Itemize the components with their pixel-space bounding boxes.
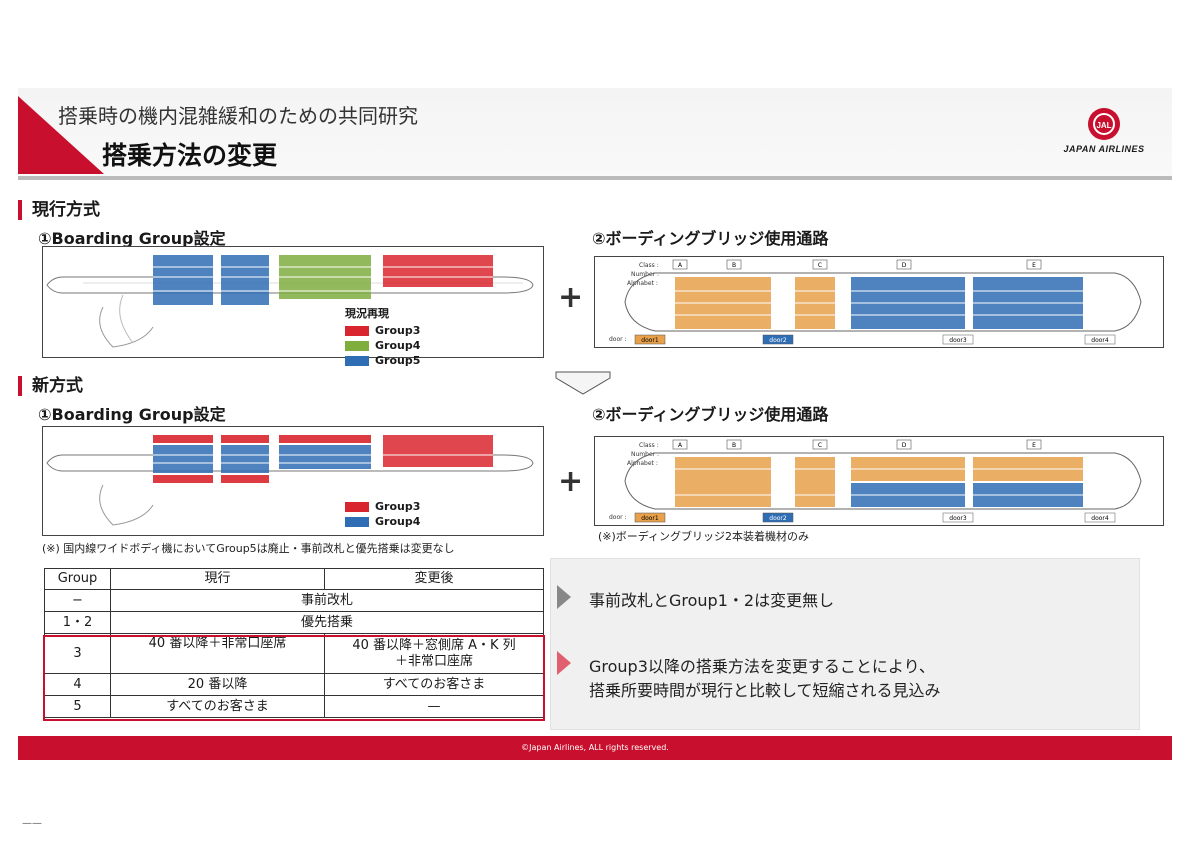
highlight-box bbox=[43, 635, 545, 721]
svg-text:door4: door4 bbox=[1091, 515, 1109, 522]
svg-text:door3: door3 bbox=[949, 337, 967, 344]
current-boarding-title: ①Boarding Group設定 bbox=[38, 229, 226, 248]
jal-logo: JAL JAPAN AIRLINES bbox=[1054, 106, 1154, 154]
section-current: 現行方式 bbox=[18, 200, 100, 220]
slide: 搭乗時の機内混雑緩和のための共同研究 搭乗方法の変更 JAL JAPAN AIR… bbox=[18, 88, 1172, 760]
new-boarding-title: ①Boarding Group設定 bbox=[38, 405, 226, 424]
svg-text:D: D bbox=[902, 262, 907, 269]
page-mark: —— bbox=[22, 818, 42, 829]
svg-text:door :: door : bbox=[609, 514, 627, 521]
footer: ©Japan Airlines, ALL rights reserved. bbox=[18, 736, 1172, 760]
new-bridge-diagram: Class : Number : Alphabet : A B C D E do… bbox=[609, 439, 1142, 523]
current-blue-block-1 bbox=[153, 255, 269, 305]
svg-text:C: C bbox=[818, 262, 822, 269]
svg-text:C: C bbox=[818, 442, 822, 449]
svg-text:D: D bbox=[902, 442, 907, 449]
corner-accent bbox=[18, 96, 104, 174]
svg-text:door1: door1 bbox=[641, 515, 659, 522]
col-new: 変更後 bbox=[324, 568, 544, 590]
svg-text:E: E bbox=[1032, 442, 1036, 449]
svg-text:Alphabet :: Alphabet : bbox=[627, 280, 658, 287]
group-table: Group 現行 変更後 − 事前改札 1・2 優先搭乗 3 40 番以降＋非常… bbox=[44, 568, 544, 718]
current-bridge-title: ②ボーディングブリッジ使用通路 bbox=[592, 229, 829, 248]
current-bridge-diagram: Class : Number : Alphabet : A B C D E do… bbox=[609, 259, 1142, 345]
svg-text:B: B bbox=[732, 262, 736, 269]
table-row: 5 すべてのお客さま — bbox=[44, 695, 544, 718]
info-point-2-line1: Group3以降の搭乗方法を変更することにより、 bbox=[589, 657, 935, 676]
svg-text:Number :: Number : bbox=[631, 271, 659, 278]
svg-text:Class :: Class : bbox=[639, 442, 659, 449]
slide-header: 搭乗時の機内混雑緩和のための共同研究 搭乗方法の変更 JAL JAPAN AIR… bbox=[18, 88, 1172, 180]
svg-text:E: E bbox=[1032, 262, 1036, 269]
col-group: Group bbox=[44, 568, 111, 590]
header-divider bbox=[18, 176, 1172, 180]
logo-text: JAPAN AIRLINES bbox=[1063, 144, 1145, 154]
current-red-block bbox=[383, 255, 493, 287]
svg-text:JAL: JAL bbox=[1096, 121, 1111, 130]
plus-sign-current: + bbox=[558, 280, 584, 315]
info-box: 事前改札とGroup1・2は変更無し Group3以降の搭乗方法を変更することに… bbox=[550, 558, 1140, 730]
svg-text:door2: door2 bbox=[769, 337, 787, 344]
current-seat-panel: 現況再現 Group3 Group4 Group5 bbox=[42, 246, 544, 367]
legend-group4: Group4 bbox=[345, 338, 420, 353]
current-aircraft-diagram bbox=[46, 255, 534, 348]
table-row: 4 20 番以降 すべてのお客さま bbox=[44, 673, 544, 696]
legend-new-group4: Group4 bbox=[345, 514, 420, 529]
new-bridge-title: ②ボーディングブリッジ使用通路 bbox=[592, 405, 829, 424]
current-bridge-panel: Class : Number : Alphabet : A B C D E do… bbox=[594, 256, 1164, 348]
chevron-right-icon bbox=[557, 585, 571, 609]
slide-subtitle: 搭乗時の機内混雑緩和のための共同研究 bbox=[58, 104, 418, 128]
svg-text:door1: door1 bbox=[641, 337, 659, 344]
table-row: 1・2 優先搭乗 bbox=[44, 611, 544, 634]
svg-text:A: A bbox=[678, 262, 683, 269]
table-row: − 事前改札 bbox=[44, 589, 544, 612]
table-header-row: Group 現行 変更後 bbox=[44, 568, 544, 590]
svg-text:Alphabet :: Alphabet : bbox=[627, 460, 658, 467]
col-current: 現行 bbox=[110, 568, 325, 590]
legend-group5: Group5 bbox=[345, 353, 420, 368]
info-point-1: 事前改札とGroup1・2は変更無し bbox=[589, 591, 835, 610]
new-bridge-panel: Class : Number : Alphabet : A B C D E do… bbox=[594, 436, 1164, 526]
new-aircraft-diagram bbox=[46, 435, 534, 526]
svg-text:Number :: Number : bbox=[631, 451, 659, 458]
svg-text:B: B bbox=[732, 442, 736, 449]
section-new: 新方式 bbox=[18, 376, 83, 396]
plus-sign-new: + bbox=[558, 464, 584, 499]
svg-text:door2: door2 bbox=[769, 515, 787, 522]
legend-new-group3: Group3 bbox=[345, 499, 420, 514]
note-right: (※)ボーディングブリッジ2本装着機材のみ bbox=[598, 530, 810, 543]
svg-text:A: A bbox=[678, 442, 683, 449]
chevron-right-icon bbox=[557, 651, 571, 675]
current-legend: 現況再現 Group3 Group4 Group5 bbox=[345, 305, 420, 368]
note-left: (※) 国内線ワイドボディ機においてGroup5は廃止・事前改札と優先搭乗は変更… bbox=[42, 542, 455, 555]
new-seat-panel: Group3 Group4 bbox=[42, 426, 544, 536]
svg-text:door3: door3 bbox=[949, 515, 967, 522]
arrow-down-icon bbox=[555, 371, 611, 395]
info-point-2-line2: 搭乗所要時間が現行と比較して短縮される見込み bbox=[589, 681, 941, 700]
svg-text:Class :: Class : bbox=[639, 262, 659, 269]
legend-group3: Group3 bbox=[345, 323, 420, 338]
crane-logo-icon: JAL bbox=[1088, 108, 1120, 140]
legend-heading: 現況再現 bbox=[345, 307, 389, 320]
svg-text:door4: door4 bbox=[1091, 337, 1109, 344]
new-legend: Group3 Group4 bbox=[345, 499, 420, 529]
slide-title: 搭乗方法の変更 bbox=[102, 141, 278, 170]
svg-text:door :: door : bbox=[609, 336, 627, 343]
